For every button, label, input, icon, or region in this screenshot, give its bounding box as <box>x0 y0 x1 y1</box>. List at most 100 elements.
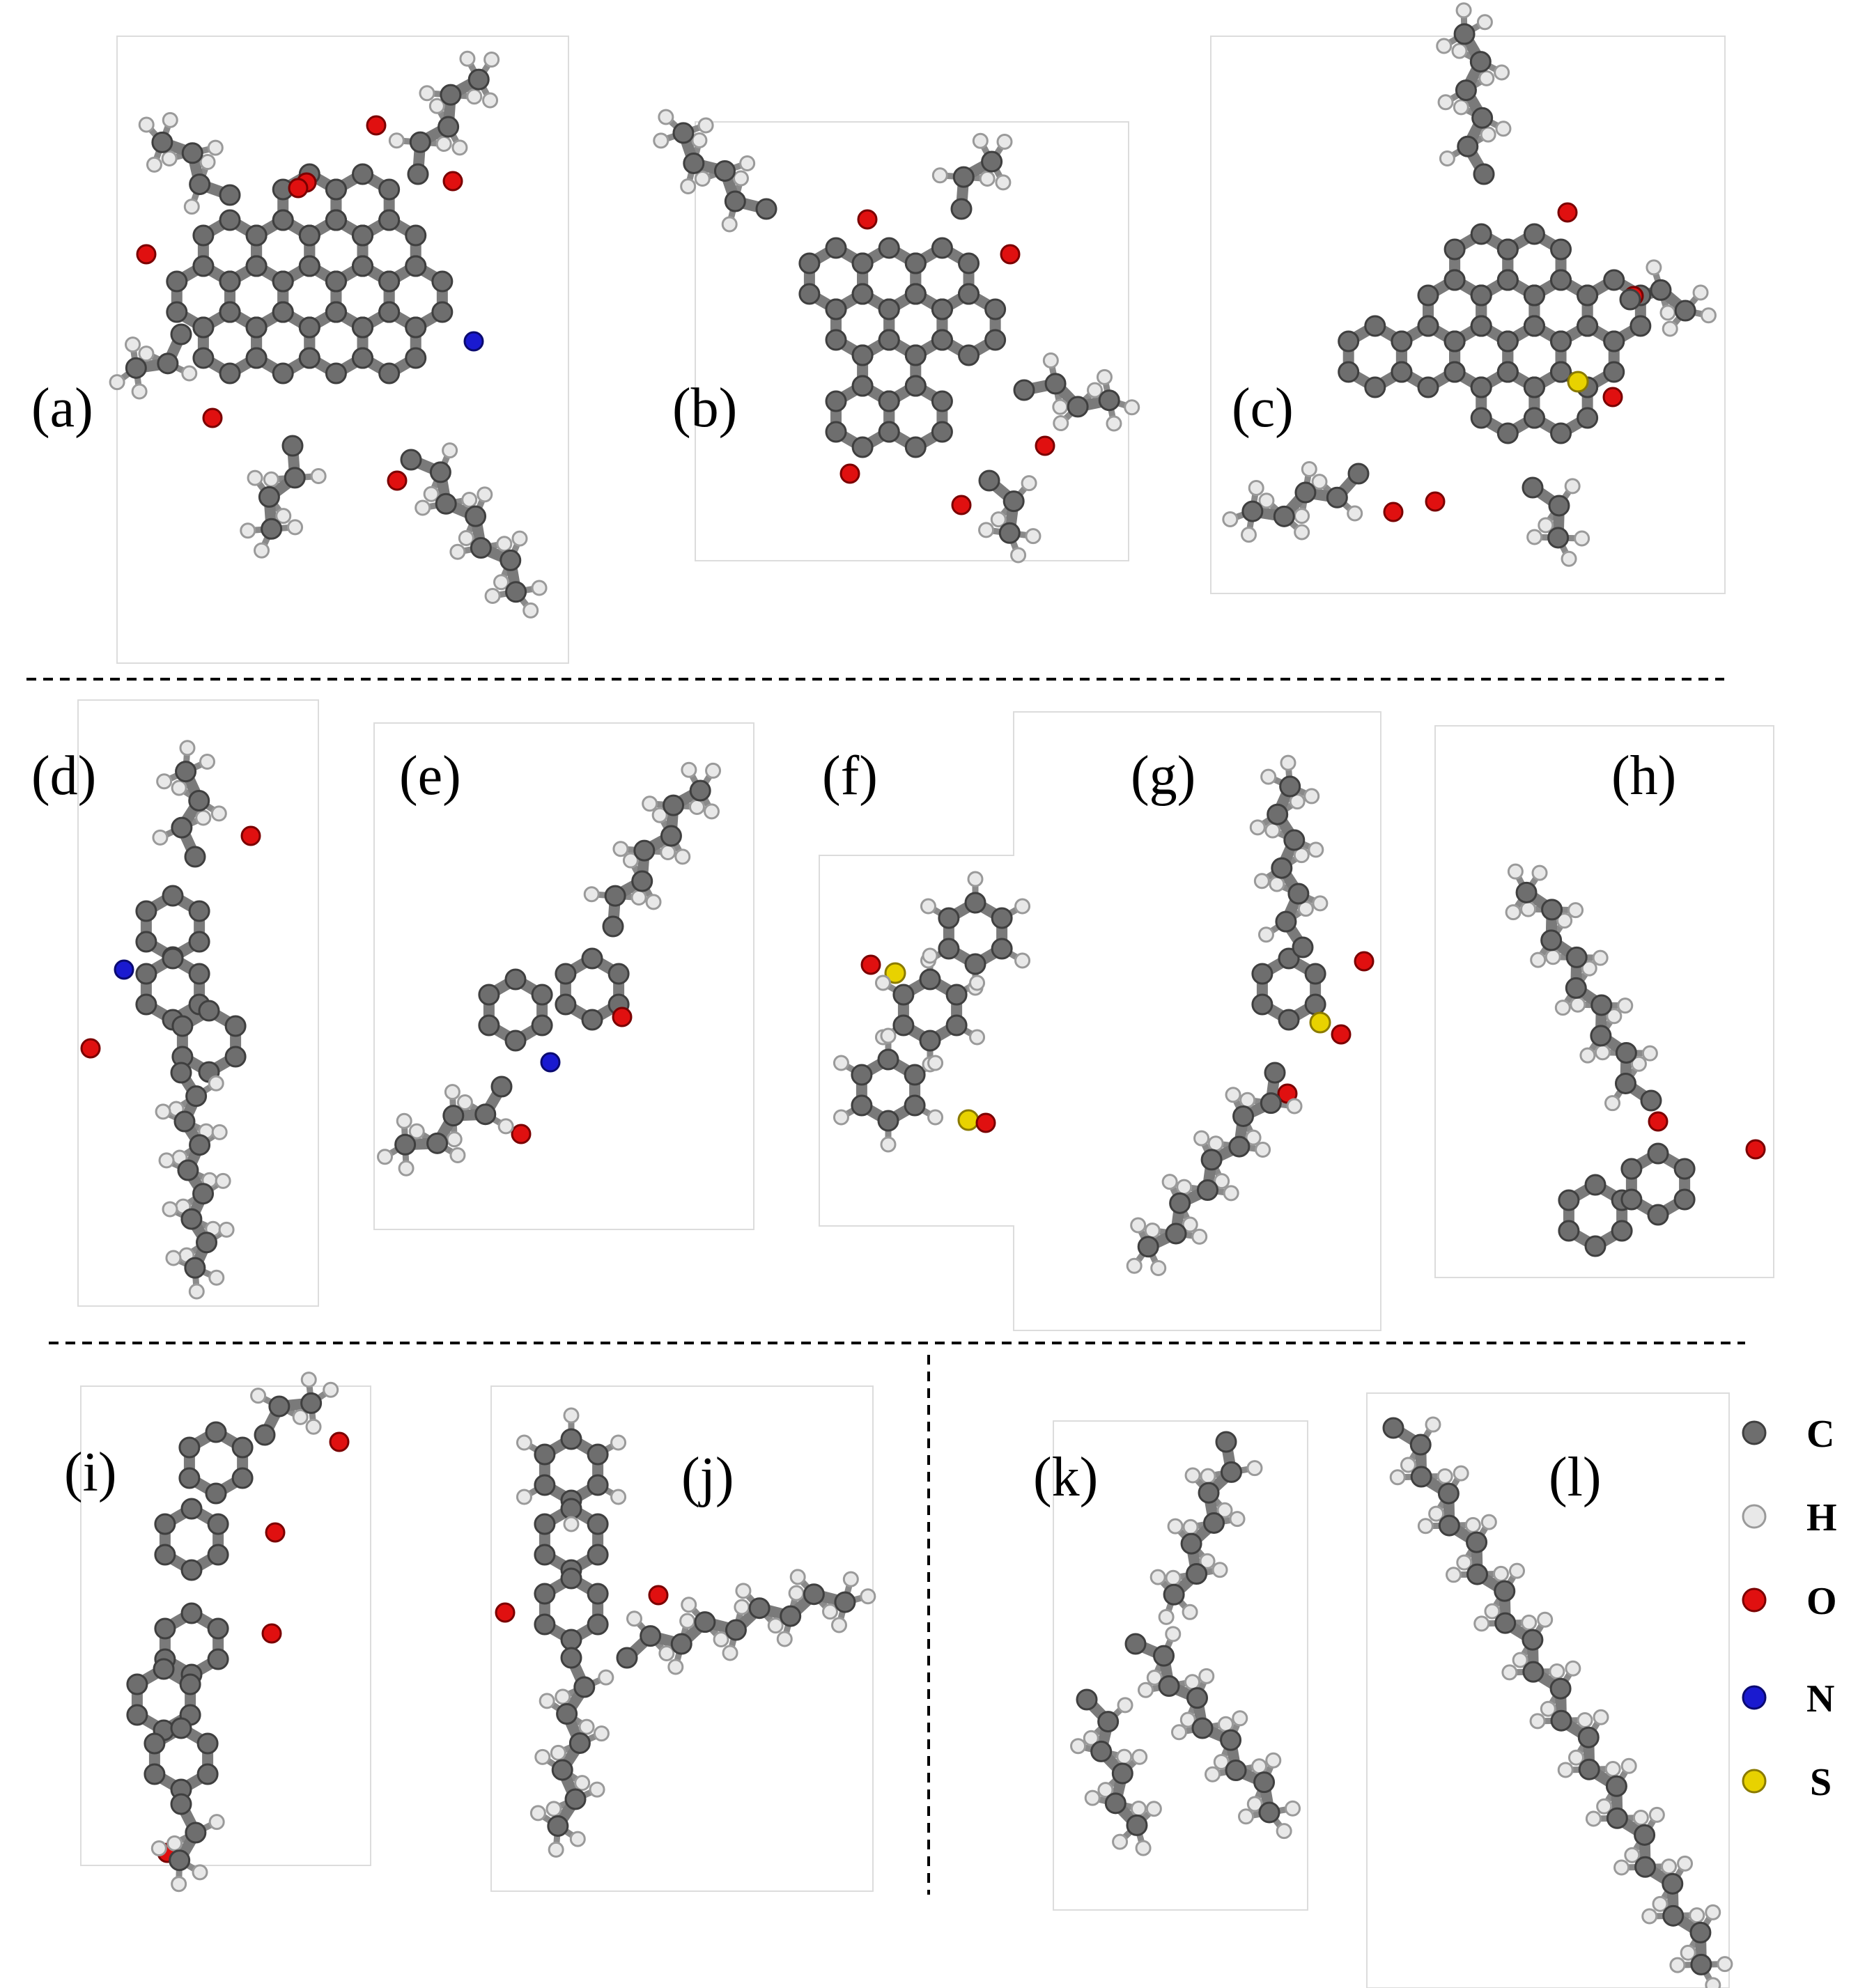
atom-C <box>166 301 188 323</box>
atom-C <box>178 1467 201 1489</box>
atom-C <box>178 1436 201 1459</box>
atom-H <box>207 139 224 156</box>
atom-C <box>173 1110 196 1133</box>
atom-H <box>1010 547 1027 564</box>
atom-C <box>1220 1729 1242 1751</box>
atom-C <box>1496 422 1519 444</box>
atom-C <box>325 178 347 201</box>
atom-C <box>170 1793 192 1815</box>
molecule-l <box>1382 1416 1733 1988</box>
atom-H <box>1456 1554 1473 1571</box>
atom-C <box>1494 1612 1517 1634</box>
atom-H <box>1144 1222 1161 1239</box>
atom-C <box>1417 284 1439 306</box>
atom-C <box>426 1132 449 1154</box>
atom-H <box>1613 1859 1630 1876</box>
atom-C <box>547 1815 569 1837</box>
atom-H <box>1182 1519 1199 1535</box>
atom-C <box>1496 238 1519 261</box>
atom-C <box>207 1544 229 1566</box>
atom-C <box>825 421 847 443</box>
atom-H <box>589 1781 605 1798</box>
atom-C <box>175 761 197 783</box>
atom-C <box>1338 330 1360 352</box>
atom-C <box>851 1094 873 1117</box>
atom-H <box>1311 474 1328 490</box>
atom-O <box>1557 202 1578 223</box>
atom-C <box>1347 463 1370 485</box>
atom-C <box>254 1424 276 1446</box>
atom-H <box>458 529 474 546</box>
atom-C <box>660 825 682 847</box>
atom-C <box>500 549 522 571</box>
atom-C <box>1158 1675 1180 1697</box>
atom-H <box>927 1055 944 1071</box>
atom-H <box>767 1617 784 1634</box>
atom-C <box>162 947 184 970</box>
atom-C <box>780 1605 802 1627</box>
atom-H <box>658 109 674 125</box>
atom-C <box>1076 1688 1098 1711</box>
atom-H <box>1692 284 1709 301</box>
panel-label-i: (i) <box>64 1442 117 1503</box>
atom-H <box>1604 1761 1621 1778</box>
atom-H <box>788 1585 805 1601</box>
atom-C <box>904 1064 926 1086</box>
atom-C <box>1220 1461 1242 1483</box>
atom-C <box>184 1257 206 1279</box>
atom-H <box>482 92 499 109</box>
atom-C <box>1550 238 1572 261</box>
atom-C <box>1443 361 1466 383</box>
atom-H <box>1509 1562 1526 1579</box>
atom-C <box>581 947 603 970</box>
atom-H <box>1223 1185 1239 1202</box>
legend-label-hydrogen: H <box>1806 1496 1837 1539</box>
atom-H <box>1529 1713 1546 1730</box>
atom-H <box>1705 1977 1721 1988</box>
atom-C <box>179 1673 201 1695</box>
panel-label-a: (a) <box>31 378 93 439</box>
atom-O <box>648 1585 669 1606</box>
atom-C <box>192 316 215 339</box>
atom-H <box>1478 70 1495 86</box>
atom-H <box>1198 1668 1215 1684</box>
atom-H <box>1641 1045 1658 1062</box>
atom-H <box>199 753 215 770</box>
atom-C <box>478 984 500 1006</box>
atom-H <box>680 178 697 194</box>
atom-C <box>504 1030 527 1052</box>
atom-C <box>1496 269 1519 291</box>
atom-C <box>724 190 746 212</box>
atom-C <box>1228 1135 1251 1158</box>
atom-C <box>1470 376 1492 398</box>
atom-C <box>224 1015 247 1037</box>
atom-H <box>415 499 431 516</box>
atom-H <box>1251 1758 1268 1775</box>
atom-C <box>560 1498 582 1520</box>
atom-C <box>952 166 975 188</box>
atom-C <box>181 142 203 164</box>
atom-C <box>144 1763 166 1785</box>
atom-H <box>658 1645 675 1662</box>
atom-H <box>1624 1847 1641 1863</box>
atom-C <box>154 1513 176 1535</box>
atom-C <box>438 116 460 138</box>
atom-O <box>329 1431 350 1452</box>
panel-label-d: (d) <box>31 745 96 807</box>
atom-O <box>366 115 387 136</box>
atom-H <box>1222 511 1239 527</box>
atom-C <box>991 907 1013 929</box>
atom-H <box>247 469 263 486</box>
atom-H <box>1579 1047 1596 1064</box>
atom-C <box>1578 1758 1600 1780</box>
atom-H <box>1680 1944 1696 1961</box>
atom-H <box>653 132 669 149</box>
atom-H <box>161 150 178 167</box>
atom-C <box>713 160 736 182</box>
atom-C <box>587 1513 609 1535</box>
atom-H <box>1286 1098 1303 1115</box>
atom-C <box>534 1513 556 1535</box>
atom-C <box>1163 1583 1185 1606</box>
atom-O <box>1035 435 1055 456</box>
atom-C <box>188 789 210 811</box>
